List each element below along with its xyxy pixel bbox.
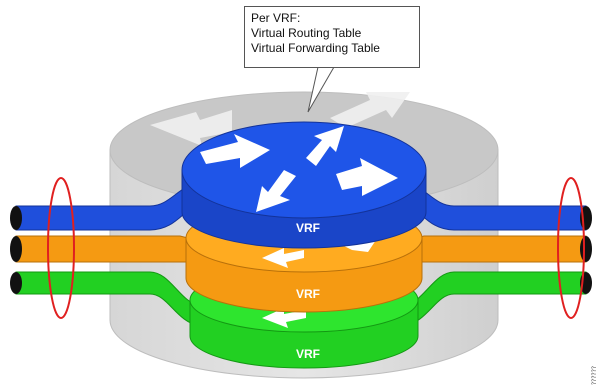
- routing-arrows: [200, 126, 398, 212]
- arrow-icon-down-left: [256, 170, 296, 212]
- vrf-label-blue: VRF: [296, 221, 320, 235]
- vrf-label-orange: VRF: [296, 287, 320, 301]
- vrf-label-green: VRF: [296, 347, 320, 361]
- callout-line-1: Per VRF:: [251, 11, 301, 25]
- arrow-icon-left: [200, 134, 270, 168]
- arrow-icon-up-right: [306, 126, 344, 166]
- cable-ring-right: [557, 177, 585, 319]
- arrow-icon-right: [336, 158, 398, 196]
- cables-left: [10, 181, 201, 327]
- router-top-arrows: [150, 92, 410, 146]
- green-arrow-left: [262, 308, 306, 328]
- cable-ring-left: [47, 177, 75, 319]
- callout-pointer: [307, 66, 335, 113]
- vrf-disc-blue: VRF: [181, 121, 427, 249]
- callout-line-2: Virtual Routing Table: [251, 26, 362, 40]
- orange-arrow-left: [262, 248, 304, 268]
- callout-line-3: Virtual Forwarding Table: [251, 41, 380, 55]
- vrf-callout-box: Per VRF: Virtual Routing Table Virtual F…: [244, 6, 420, 68]
- figure-id-note: ??????: [591, 365, 598, 385]
